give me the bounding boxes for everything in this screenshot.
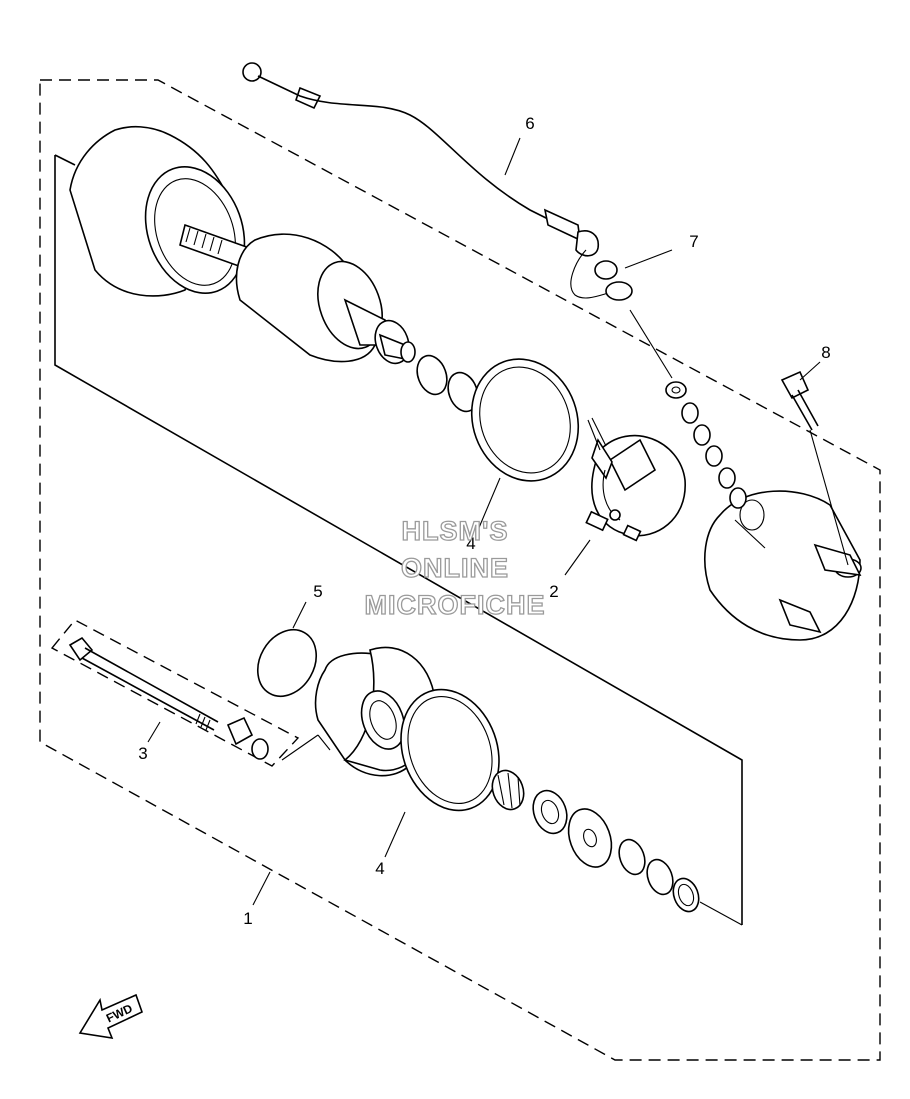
bolt-set-dashed-boundary [50,619,300,767]
callout-8: 8 [821,343,830,362]
thrust-washer [567,808,613,868]
callout-3: 3 [138,744,147,763]
rear-cover [704,490,862,641]
watermark-line-3: MICROFICHE [365,590,546,620]
o-ring-upper [470,358,580,482]
ball-bearing [532,789,568,835]
callout-6: 6 [525,114,534,133]
through-bolt [68,636,269,760]
callout-7: 7 [689,232,698,251]
starter-cable [242,62,633,301]
callout-5: 5 [313,582,322,601]
watermark-line-1: HLSM'S [402,516,509,546]
fwd-arrow-icon: FWD [78,993,143,1040]
assembly-dashed-boundary [39,79,881,1061]
front-cover [281,646,437,777]
watermark-line-2: ONLINE [401,553,509,583]
motor-yoke [69,125,246,297]
callout-2: 2 [549,582,558,601]
terminal-washers [665,381,747,509]
armature [179,223,416,365]
shim-washer-2 [646,858,674,896]
leader-lines [147,137,821,926]
o-ring-small [256,629,318,697]
callout-1: 1 [243,909,252,928]
o-ring-lower [400,688,500,812]
brush-holder [585,434,686,542]
armature-washer-1 [416,354,448,396]
shim-washer-1 [618,838,646,876]
needle-bearing [491,769,525,811]
callout-4-upper: 4 [466,534,475,553]
subassembly-solid-boundary [54,154,743,925]
armature-washer-2 [447,371,479,413]
callout-4-lower: 4 [375,859,384,878]
circlip [672,877,700,913]
